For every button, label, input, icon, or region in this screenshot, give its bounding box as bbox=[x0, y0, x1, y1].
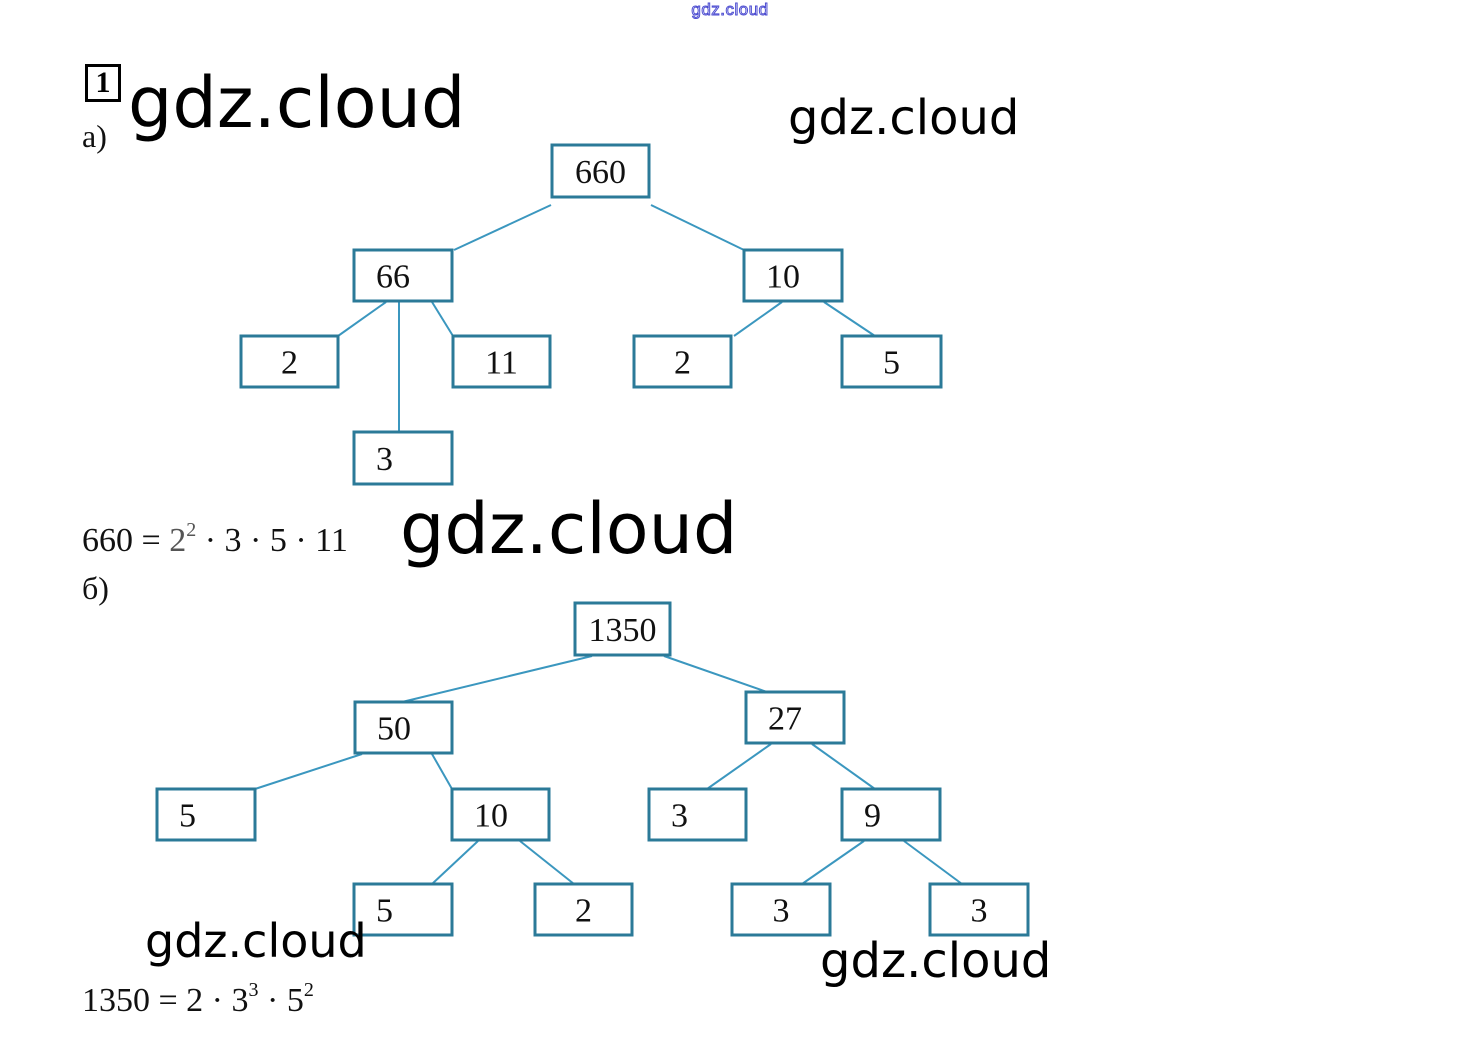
part-a-tree-edge bbox=[823, 301, 876, 337]
part-b-tree-node-box bbox=[730, 882, 832, 937]
watermark-bottom-left: gdz.cloud bbox=[145, 914, 367, 968]
part-b-tree-edge bbox=[519, 840, 575, 885]
part-b-tree-node-value: 9 bbox=[864, 798, 881, 835]
part-a-tree-node-box bbox=[840, 334, 943, 389]
task-number-box: 1 bbox=[85, 64, 121, 102]
part-a-tree-edge bbox=[733, 301, 783, 337]
part-b-tree-edge bbox=[801, 840, 865, 885]
part-b-tree-node-value: 2 bbox=[575, 893, 592, 930]
part-a-tree-node-value: 5 bbox=[883, 345, 900, 382]
part-a-tree-node-box bbox=[632, 334, 733, 389]
part-a-tree-node-value: 2 bbox=[674, 345, 691, 382]
part-a-tree-node-box bbox=[451, 334, 552, 389]
part-b-tree-node-value: 50 bbox=[377, 711, 411, 748]
part-a-tree-edge bbox=[337, 301, 387, 337]
part-b-exponent-2: 2 bbox=[303, 979, 314, 1001]
part-b-base-2: 5 bbox=[286, 982, 304, 1019]
part-b-tree-node-box bbox=[450, 787, 551, 842]
part-a-tree-node-value: 66 bbox=[376, 259, 410, 296]
part-b-tree-node-value: 3 bbox=[671, 798, 688, 835]
part-a-base: 2 bbox=[169, 522, 187, 559]
part-b-tree-node-box bbox=[840, 787, 942, 842]
part-b-tree-edge bbox=[401, 655, 593, 703]
part-b-result: 1350 = 2 · 33 · 52 bbox=[82, 980, 314, 1019]
part-a-tree-node-value: 2 bbox=[281, 345, 298, 382]
part-b-tree-node-box bbox=[155, 787, 257, 842]
part-b-tree-node-value: 10 bbox=[474, 798, 508, 835]
part-a-lhs: 660 = bbox=[82, 522, 170, 559]
part-a-result: 660 = 22 · 3 · 5 · 11 bbox=[82, 520, 348, 559]
watermark-middle: gdz.cloud bbox=[400, 488, 738, 570]
part-b-lhs: 1350 = 2 · bbox=[82, 982, 232, 1019]
part-a-tree-edge bbox=[453, 204, 552, 251]
part-a-tree-node-value: 11 bbox=[485, 345, 518, 382]
part-b-tree-edge bbox=[431, 753, 453, 790]
part-b-tree-node-value: 3 bbox=[773, 893, 790, 930]
part-a-tree-edge bbox=[650, 204, 745, 251]
part-a-tree-node-value: 660 bbox=[575, 154, 626, 191]
part-b-tree-edge bbox=[811, 743, 876, 790]
part-b-tree-edge bbox=[254, 753, 363, 790]
watermark-header: gdz.cloud bbox=[128, 62, 466, 144]
part-b-tree-node-value: 1350 bbox=[589, 612, 657, 649]
part-b-tree-edge bbox=[431, 840, 479, 885]
part-b-tree-node-box bbox=[533, 882, 634, 937]
part-b-tree-node-box bbox=[744, 690, 846, 745]
part-b-tree-node-box bbox=[647, 787, 748, 842]
part-b-tree-node-value: 3 bbox=[971, 893, 988, 930]
part-a-tree-node-box bbox=[550, 143, 651, 199]
part-b-tree-node-box bbox=[928, 882, 1030, 937]
part-b-tree-node-box bbox=[573, 601, 672, 657]
watermark-top: gdz.cloud bbox=[691, 0, 769, 20]
part-a-tree-node-value: 10 bbox=[766, 259, 800, 296]
part-b-tree-edge bbox=[663, 655, 768, 693]
part-b-tree-edge bbox=[903, 840, 963, 885]
watermark-bottom-right: gdz.cloud bbox=[820, 933, 1052, 989]
part-b-exponent-1: 3 bbox=[248, 979, 259, 1001]
part-a-tree-node-box bbox=[352, 248, 454, 303]
part-b-tree-node-value: 5 bbox=[376, 893, 393, 930]
part-a-tree-edge bbox=[431, 301, 454, 337]
part-a-exponent: 2 bbox=[186, 519, 197, 541]
part-b-label: б) bbox=[82, 570, 109, 606]
part-a-tree-node-box bbox=[239, 334, 340, 389]
part-b-base-1: 3 bbox=[231, 982, 249, 1019]
part-a-tree-node-value: 3 bbox=[376, 441, 393, 478]
part-a-tree-node-box bbox=[742, 248, 844, 303]
part-b-mid: · bbox=[258, 982, 287, 1019]
part-b-tree-edge bbox=[706, 743, 772, 790]
part-b-tree-node-value: 5 bbox=[179, 798, 196, 835]
part-a-label: а) bbox=[82, 118, 107, 154]
part-a-tree-node-box bbox=[352, 430, 454, 486]
part-b-tree-node-value: 27 bbox=[768, 701, 802, 738]
part-b-tree-node-box bbox=[352, 882, 454, 937]
watermark-right-top: gdz.cloud bbox=[788, 90, 1020, 146]
part-a-rest: · 3 · 5 · 11 bbox=[196, 522, 348, 559]
part-b-tree-node-box bbox=[353, 700, 454, 755]
